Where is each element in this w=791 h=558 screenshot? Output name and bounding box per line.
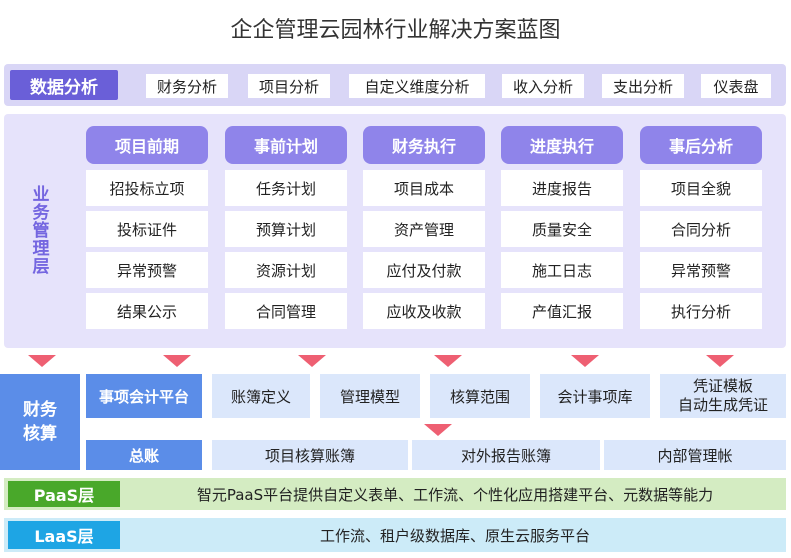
- page-title: 企企管理云园林行业解决方案蓝图: [230, 18, 561, 43]
- down-arrow-icon: [298, 355, 326, 367]
- column-item: 合同分析: [640, 211, 762, 247]
- down-arrow-icon: [163, 355, 191, 367]
- paas-band: [4, 478, 786, 510]
- finance-label-line: 财务: [23, 400, 57, 420]
- column-head-post-analysis: 事后分析: [640, 126, 762, 164]
- project-accounting-ledger: 项目核算账簿: [212, 440, 408, 470]
- down-arrow-icon: [706, 355, 734, 367]
- internal-management-ledger: 内部管理帐: [604, 440, 786, 470]
- column-item: 执行分析: [640, 293, 762, 329]
- data-analysis-label: 数据分析: [10, 70, 118, 100]
- column-item: 异常预警: [640, 252, 762, 288]
- external-report-ledger: 对外报告账簿: [412, 440, 600, 470]
- iaas-description: 工作流、租户级数据库、原生云服务平台: [319, 526, 590, 545]
- column-item: 项目全貌: [640, 170, 762, 206]
- column-item: 资源计划: [225, 252, 347, 288]
- column-item: 异常预警: [86, 252, 208, 288]
- column-head-finance-execution: 财务执行: [363, 126, 485, 164]
- column-head-progress-execution: 进度执行: [501, 126, 623, 164]
- management-model: 管理模型: [320, 374, 420, 418]
- voucher-template: 凭证模板 自动生成凭证: [660, 374, 786, 418]
- column-item: 质量安全: [501, 211, 623, 247]
- column-item: 结果公示: [86, 293, 208, 329]
- column-item: 应收及收款: [363, 293, 485, 329]
- data-analysis-item-project: 项目分析: [248, 74, 330, 98]
- data-analysis-item-finance: 财务分析: [146, 74, 228, 98]
- iaas-band: [4, 518, 786, 552]
- finance-label-line: 核算: [23, 424, 57, 444]
- column-head-planning: 事前计划: [225, 126, 347, 164]
- general-ledger: 总账: [86, 440, 202, 470]
- down-arrow-icon: [28, 355, 56, 367]
- event-accounting-platform: 事项会计平台: [86, 374, 202, 418]
- voucher-line: 自动生成凭证: [677, 396, 768, 414]
- data-analysis-item-income: 收入分析: [502, 74, 584, 98]
- business-layer-label: 业务管理层: [28, 185, 49, 275]
- column-item: 预算计划: [225, 211, 347, 247]
- data-analysis-item-custom-dimension: 自定义维度分析: [349, 74, 485, 98]
- accounting-scope: 核算范围: [430, 374, 530, 418]
- finance-accounting-label: 财务 核算: [0, 374, 80, 470]
- accounting-event-library: 会计事项库: [540, 374, 650, 418]
- down-arrow-icon: [571, 355, 599, 367]
- paas-description: 智元PaaS平台提供自定义表单、工作流、个性化应用搭建平台、元数据等能力: [196, 485, 714, 504]
- down-arrow-icon: [424, 424, 452, 436]
- column-item: 施工日志: [501, 252, 623, 288]
- column-head-pre-project: 项目前期: [86, 126, 208, 164]
- down-arrow-icon: [434, 355, 462, 367]
- column-item: 应付及付款: [363, 252, 485, 288]
- column-item: 合同管理: [225, 293, 347, 329]
- iaas-label: LaaS层: [8, 521, 120, 549]
- column-item: 投标证件: [86, 211, 208, 247]
- column-item: 招投标立项: [86, 170, 208, 206]
- data-analysis-item-dashboard: 仪表盘: [701, 74, 771, 98]
- column-item: 产值汇报: [501, 293, 623, 329]
- column-item: 项目成本: [363, 170, 485, 206]
- column-item: 资产管理: [363, 211, 485, 247]
- paas-label: PaaS层: [8, 481, 120, 507]
- voucher-line: 凭证模板: [692, 377, 753, 395]
- data-analysis-item-expense: 支出分析: [602, 74, 684, 98]
- ledger-definition: 账簿定义: [212, 374, 310, 418]
- column-item: 进度报告: [501, 170, 623, 206]
- column-item: 任务计划: [225, 170, 347, 206]
